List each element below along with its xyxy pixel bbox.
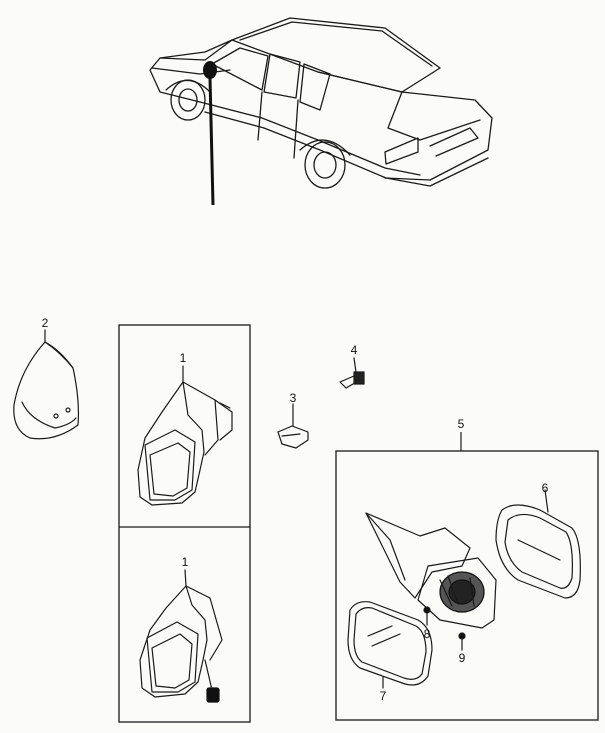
callout-5: 5	[458, 417, 465, 431]
mirror-housing-base	[365, 512, 471, 599]
part-4-screw	[339, 357, 365, 389]
car-mirror-indicator	[203, 61, 217, 206]
part-6-housing-shell	[495, 489, 581, 599]
mirror-actuator	[417, 557, 497, 629]
part-7-mirror-glass	[347, 601, 433, 689]
callout-6: 6	[542, 481, 549, 495]
callout-8: 8	[424, 627, 431, 641]
part-3-clip	[277, 403, 309, 449]
part-2-mirror-cover	[13, 329, 80, 440]
callout-3: 3	[290, 391, 297, 405]
part-8-screw	[423, 606, 431, 626]
box-mirror-exploded-view	[335, 432, 599, 721]
callout-1-lower: 1	[182, 555, 189, 569]
car-illustration	[149, 17, 493, 189]
callout-7: 7	[380, 689, 387, 703]
callout-1-upper: 1	[180, 351, 187, 365]
part-1-mirror-upper	[137, 365, 233, 506]
callout-4: 4	[351, 343, 358, 357]
part-9-screw	[458, 632, 466, 651]
callout-2: 2	[42, 316, 49, 330]
part-1-mirror-lower	[139, 569, 223, 703]
box-door-mirror-assemblies	[118, 324, 251, 723]
callout-9: 9	[459, 651, 466, 665]
